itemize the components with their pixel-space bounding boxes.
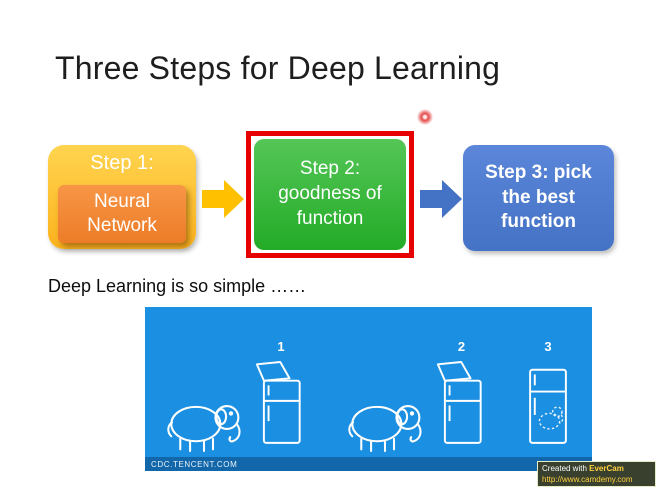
evercam-url: http://www.camdemy.com [542, 474, 633, 484]
step1-sublabel: Neural Network [87, 191, 157, 236]
figure-panel-2: 2 [340, 339, 490, 453]
step1-box: Step 1: Neural Network [48, 145, 196, 249]
elephant-fridge-figure: 1 2 [145, 307, 592, 471]
slide-title: Three Steps for Deep Learning [55, 50, 501, 86]
arrow-right-blue-icon [420, 180, 462, 218]
fridge-closed-elephant-icon [529, 368, 567, 444]
evercam-badge: Created with EverCam http://www.camdemy.… [537, 461, 656, 487]
step2-highlight-border: Step 2: goodness of function [246, 131, 414, 258]
fridge-column-1: 1 [253, 339, 309, 453]
panel-number-1: 1 [277, 339, 285, 354]
step1-label: Step 1: [90, 152, 154, 174]
laser-pointer-dot [417, 109, 433, 125]
step3-label: Step 3: pick the best function [485, 161, 592, 233]
panel-number-3: 3 [544, 339, 552, 354]
arrow-right-yellow-icon [202, 180, 244, 218]
evercam-brand: EverCam [589, 463, 624, 473]
fridge-column-3: 3 [520, 339, 576, 453]
elephant-icon [167, 405, 241, 453]
panel-number-2: 2 [457, 339, 466, 354]
fridge-open-icon [436, 361, 482, 444]
evercam-created-with: Created with [542, 463, 590, 473]
caption: Deep Learning is so simple …… [48, 276, 307, 296]
figure-panel-1: 1 [159, 339, 309, 453]
fridge-open-icon [255, 361, 301, 444]
fridge-column-2: 2 [434, 339, 490, 453]
step2-box: Step 2: goodness of function [254, 139, 406, 250]
evercam-created-line: Created with EverCam [542, 464, 651, 474]
figure-watermark-bar: CDC.TENCENT.COM [145, 457, 592, 471]
step1-neural-network-box: Neural Network [58, 185, 186, 243]
figure-panel-3: 3 [520, 339, 576, 453]
figure-watermark: CDC.TENCENT.COM [151, 459, 238, 469]
step3-box: Step 3: pick the best function [463, 145, 614, 251]
elephant-icon [347, 405, 422, 453]
